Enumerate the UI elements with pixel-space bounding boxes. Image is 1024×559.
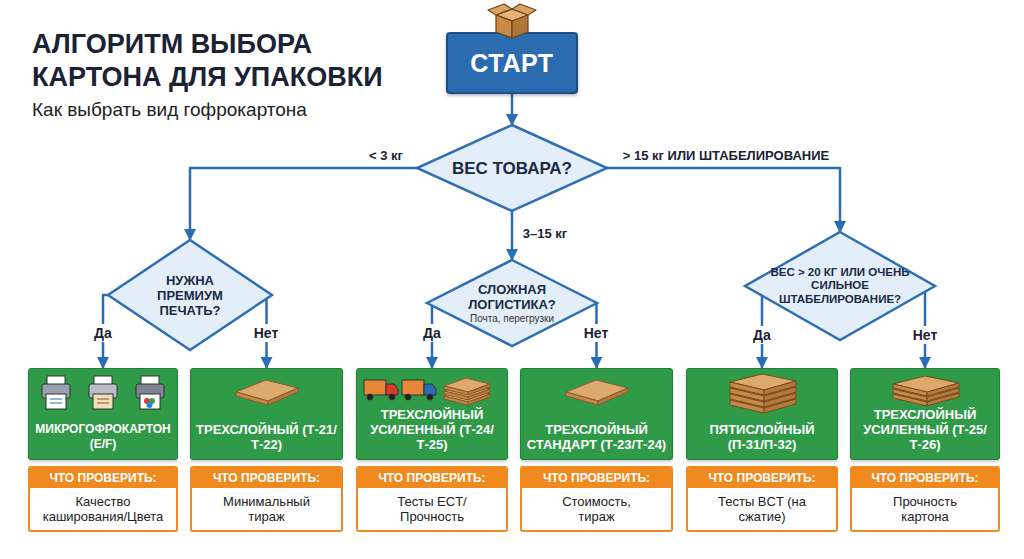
check-text: Прочность картона — [876, 494, 974, 524]
check-box: ЧТО ПРОВЕРИТЬ: Стоимость, тираж — [520, 466, 673, 532]
check-box: ЧТО ПРОВЕРИТЬ: Качество каширования/Цвета — [28, 466, 178, 532]
result-text-area: ТРЕХСЛОЙНЫЙ СТАНДАРТ (Т-23/Т-24) — [525, 422, 668, 452]
check-box: ЧТО ПРОВЕРИТЬ: Минимальный тираж — [190, 466, 343, 532]
check-text: Минимальный тираж — [216, 494, 317, 524]
result-box: ТРЕХСЛОЙНЫЙ СТАНДАРТ (Т-23/Т-24) — [520, 368, 673, 460]
check-body: Тесты BCT (на сжатие) — [688, 488, 836, 530]
decision-question: СЛОЖНАЯ ЛОГИСТИКА? — [453, 282, 571, 312]
decision-diamond: ВЕС > 20 КГ ИЛИ ОЧЕНЬ СИЛЬНОЕ ШТАБЕЛИРОВ… — [745, 232, 935, 340]
diamond-text-area: СЛОЖНАЯ ЛОГИСТИКА?Почта, перегрузки — [453, 260, 571, 346]
result-box: МИКРОГОФРОКАРТОН (E/F) — [28, 368, 178, 460]
diamond-text-area: НУЖНА ПРЕМИУМ ПЕЧАТЬ? — [144, 240, 236, 350]
decision-diamond: НУЖНА ПРЕМИУМ ПЕЧАТЬ? — [108, 240, 272, 350]
result-box: ПЯТИСЛОЙНЫЙ (П-31/П-32) — [686, 368, 838, 460]
check-body: Качество каширования/Цвета — [30, 488, 176, 530]
printer-icon — [89, 376, 117, 409]
check-body: Прочность картона — [852, 488, 998, 530]
connector-arrow — [190, 168, 417, 240]
result-text: ТРЕХСЛОЙНЫЙ УСИЛЕННЫЙ (Т-24/Т-25) — [361, 407, 503, 452]
start-text: СТАРТ — [470, 49, 553, 78]
truck-icon — [402, 380, 436, 400]
subtitle-text: Как выбрать вид гофрокартона — [32, 98, 432, 122]
start-box: СТАРТ — [446, 32, 578, 94]
check-box: ЧТО ПРОВЕРИТЬ: Тесты BCT (на сжатие) — [686, 466, 838, 532]
connector-arrow — [511, 94, 514, 125]
connector-arrow — [511, 211, 514, 260]
check-text: Стоимость, тираж — [548, 494, 645, 524]
decision-diamond: ВЕС ТОВАРА? — [417, 125, 607, 211]
edge-label: Нет — [252, 324, 281, 342]
check-header: ЧТО ПРОВЕРИТЬ: — [688, 468, 836, 488]
check-header: ЧТО ПРОВЕРИТЬ: — [30, 468, 176, 488]
edge-label: 3–15 кг — [521, 225, 569, 242]
result-box: ТРЕХСЛОЙНЫЙ (Т-21/Т-22) — [190, 368, 343, 460]
check-box: ЧТО ПРОВЕРИТЬ: Тесты ECT/ Прочность — [356, 466, 508, 532]
result-text-area: ТРЕХСЛОЙНЫЙ УСИЛЕННЫЙ (Т-25/Т-26) — [855, 407, 995, 452]
edge-label: Нет — [582, 324, 611, 342]
check-header: ЧТО ПРОВЕРИТЬ: — [358, 468, 506, 488]
check-heading: ЧТО ПРОВЕРИТЬ: — [708, 471, 815, 485]
diamond-shape — [427, 260, 597, 346]
result-text: ТРЕХСЛОЙНЫЙ (Т-21/Т-22) — [195, 422, 338, 452]
edge-label: Да — [92, 324, 114, 342]
sheet-stack-icon — [893, 376, 959, 406]
diamond-text-area: ВЕС ТОВАРА? — [437, 125, 587, 211]
result-text: ТРЕХСЛОЙНЫЙ СТАНДАРТ (Т-23/Т-24) — [525, 422, 668, 452]
cardboard-sheet-icon — [236, 380, 298, 405]
edge-label: Нет — [911, 326, 940, 344]
check-header: ЧТО ПРОВЕРИТЬ: — [192, 468, 341, 488]
check-heading: ЧТО ПРОВЕРИТЬ: — [378, 471, 485, 485]
diamond-shape — [108, 240, 272, 350]
decision-question: ВЕС ТОВАРА? — [452, 159, 572, 178]
result-text-area: МИКРОГОФРОКАРТОН (E/F) — [33, 422, 173, 452]
result-text-area: ТРЕХСЛОЙНЫЙ УСИЛЕННЫЙ (Т-24/Т-25) — [361, 407, 503, 452]
decision-question: ВЕС > 20 КГ ИЛИ ОЧЕНЬ СИЛЬНОЕ ШТАБЕЛИРОВ… — [770, 266, 910, 307]
decision-question: НУЖНА ПРЕМИУМ ПЕЧАТЬ? — [144, 273, 236, 318]
result-text-area: ТРЕХСЛОЙНЫЙ (Т-21/Т-22) — [195, 422, 338, 452]
result-text-area: ПЯТИСЛОЙНЫЙ (П-31/П-32) — [691, 422, 833, 452]
five-layer-stack-icon — [730, 374, 796, 413]
truck-icon — [364, 380, 398, 400]
result-text: ПЯТИСЛОЙНЫЙ (П-31/П-32) — [691, 422, 833, 452]
edge-label: > 15 кг ИЛИ ШТАБЕЛИРОВАНИЕ — [621, 147, 831, 164]
diamond-shape — [745, 232, 935, 340]
check-heading: ЧТО ПРОВЕРИТЬ: — [871, 471, 978, 485]
result-text: МИКРОГОФРОКАРТОН (E/F) — [33, 422, 173, 452]
check-header: ЧТО ПРОВЕРИТЬ: — [522, 468, 671, 488]
edge-label: < 3 кг — [367, 147, 405, 164]
diamond-shape — [417, 125, 607, 211]
check-box: ЧТО ПРОВЕРИТЬ: Прочность картона — [850, 466, 1000, 532]
check-body: Минимальный тираж — [192, 488, 341, 530]
check-body: Тесты ECT/ Прочность — [358, 488, 506, 530]
title-heading: АЛГОРИТМ ВЫБОРА КАРТОНА ДЛЯ УПАКОВКИ — [32, 28, 432, 94]
check-text: Качество каширования/Цвета — [34, 494, 172, 524]
edge-label: Да — [421, 324, 443, 342]
edge-label: Да — [751, 326, 773, 344]
cardboard-sheet-icon — [566, 380, 628, 405]
check-heading: ЧТО ПРОВЕРИТЬ: — [543, 471, 650, 485]
printer-icon — [136, 376, 164, 409]
result-text: ТРЕХСЛОЙНЫЙ УСИЛЕННЫЙ (Т-25/Т-26) — [855, 407, 995, 452]
result-box: ТРЕХСЛОЙНЫЙ УСИЛЕННЫЙ (Т-25/Т-26) — [850, 368, 1000, 460]
check-body: Стоимость, тираж — [522, 488, 671, 530]
decision-hint: Почта, перегрузки — [470, 313, 554, 325]
check-heading: ЧТО ПРОВЕРИТЬ: — [49, 471, 156, 485]
diamond-text-area: ВЕС > 20 КГ ИЛИ ОЧЕНЬ СИЛЬНОЕ ШТАБЕЛИРОВ… — [770, 232, 910, 340]
box-icon — [488, 4, 536, 38]
result-box: ТРЕХСЛОЙНЫЙ УСИЛЕННЫЙ (Т-24/Т-25) — [356, 368, 508, 460]
check-heading: ЧТО ПРОВЕРИТЬ: — [213, 471, 320, 485]
cardboard-stack-icon — [444, 378, 490, 405]
decision-diamond: СЛОЖНАЯ ЛОГИСТИКА?Почта, перегрузки — [427, 260, 597, 346]
check-text: Тесты ECT/ Прочность — [384, 494, 480, 524]
check-header: ЧТО ПРОВЕРИТЬ: — [852, 468, 998, 488]
check-text: Тесты BCT (на сжатие) — [714, 494, 810, 524]
connector-arrow — [607, 168, 840, 232]
printer-icon — [42, 376, 70, 409]
